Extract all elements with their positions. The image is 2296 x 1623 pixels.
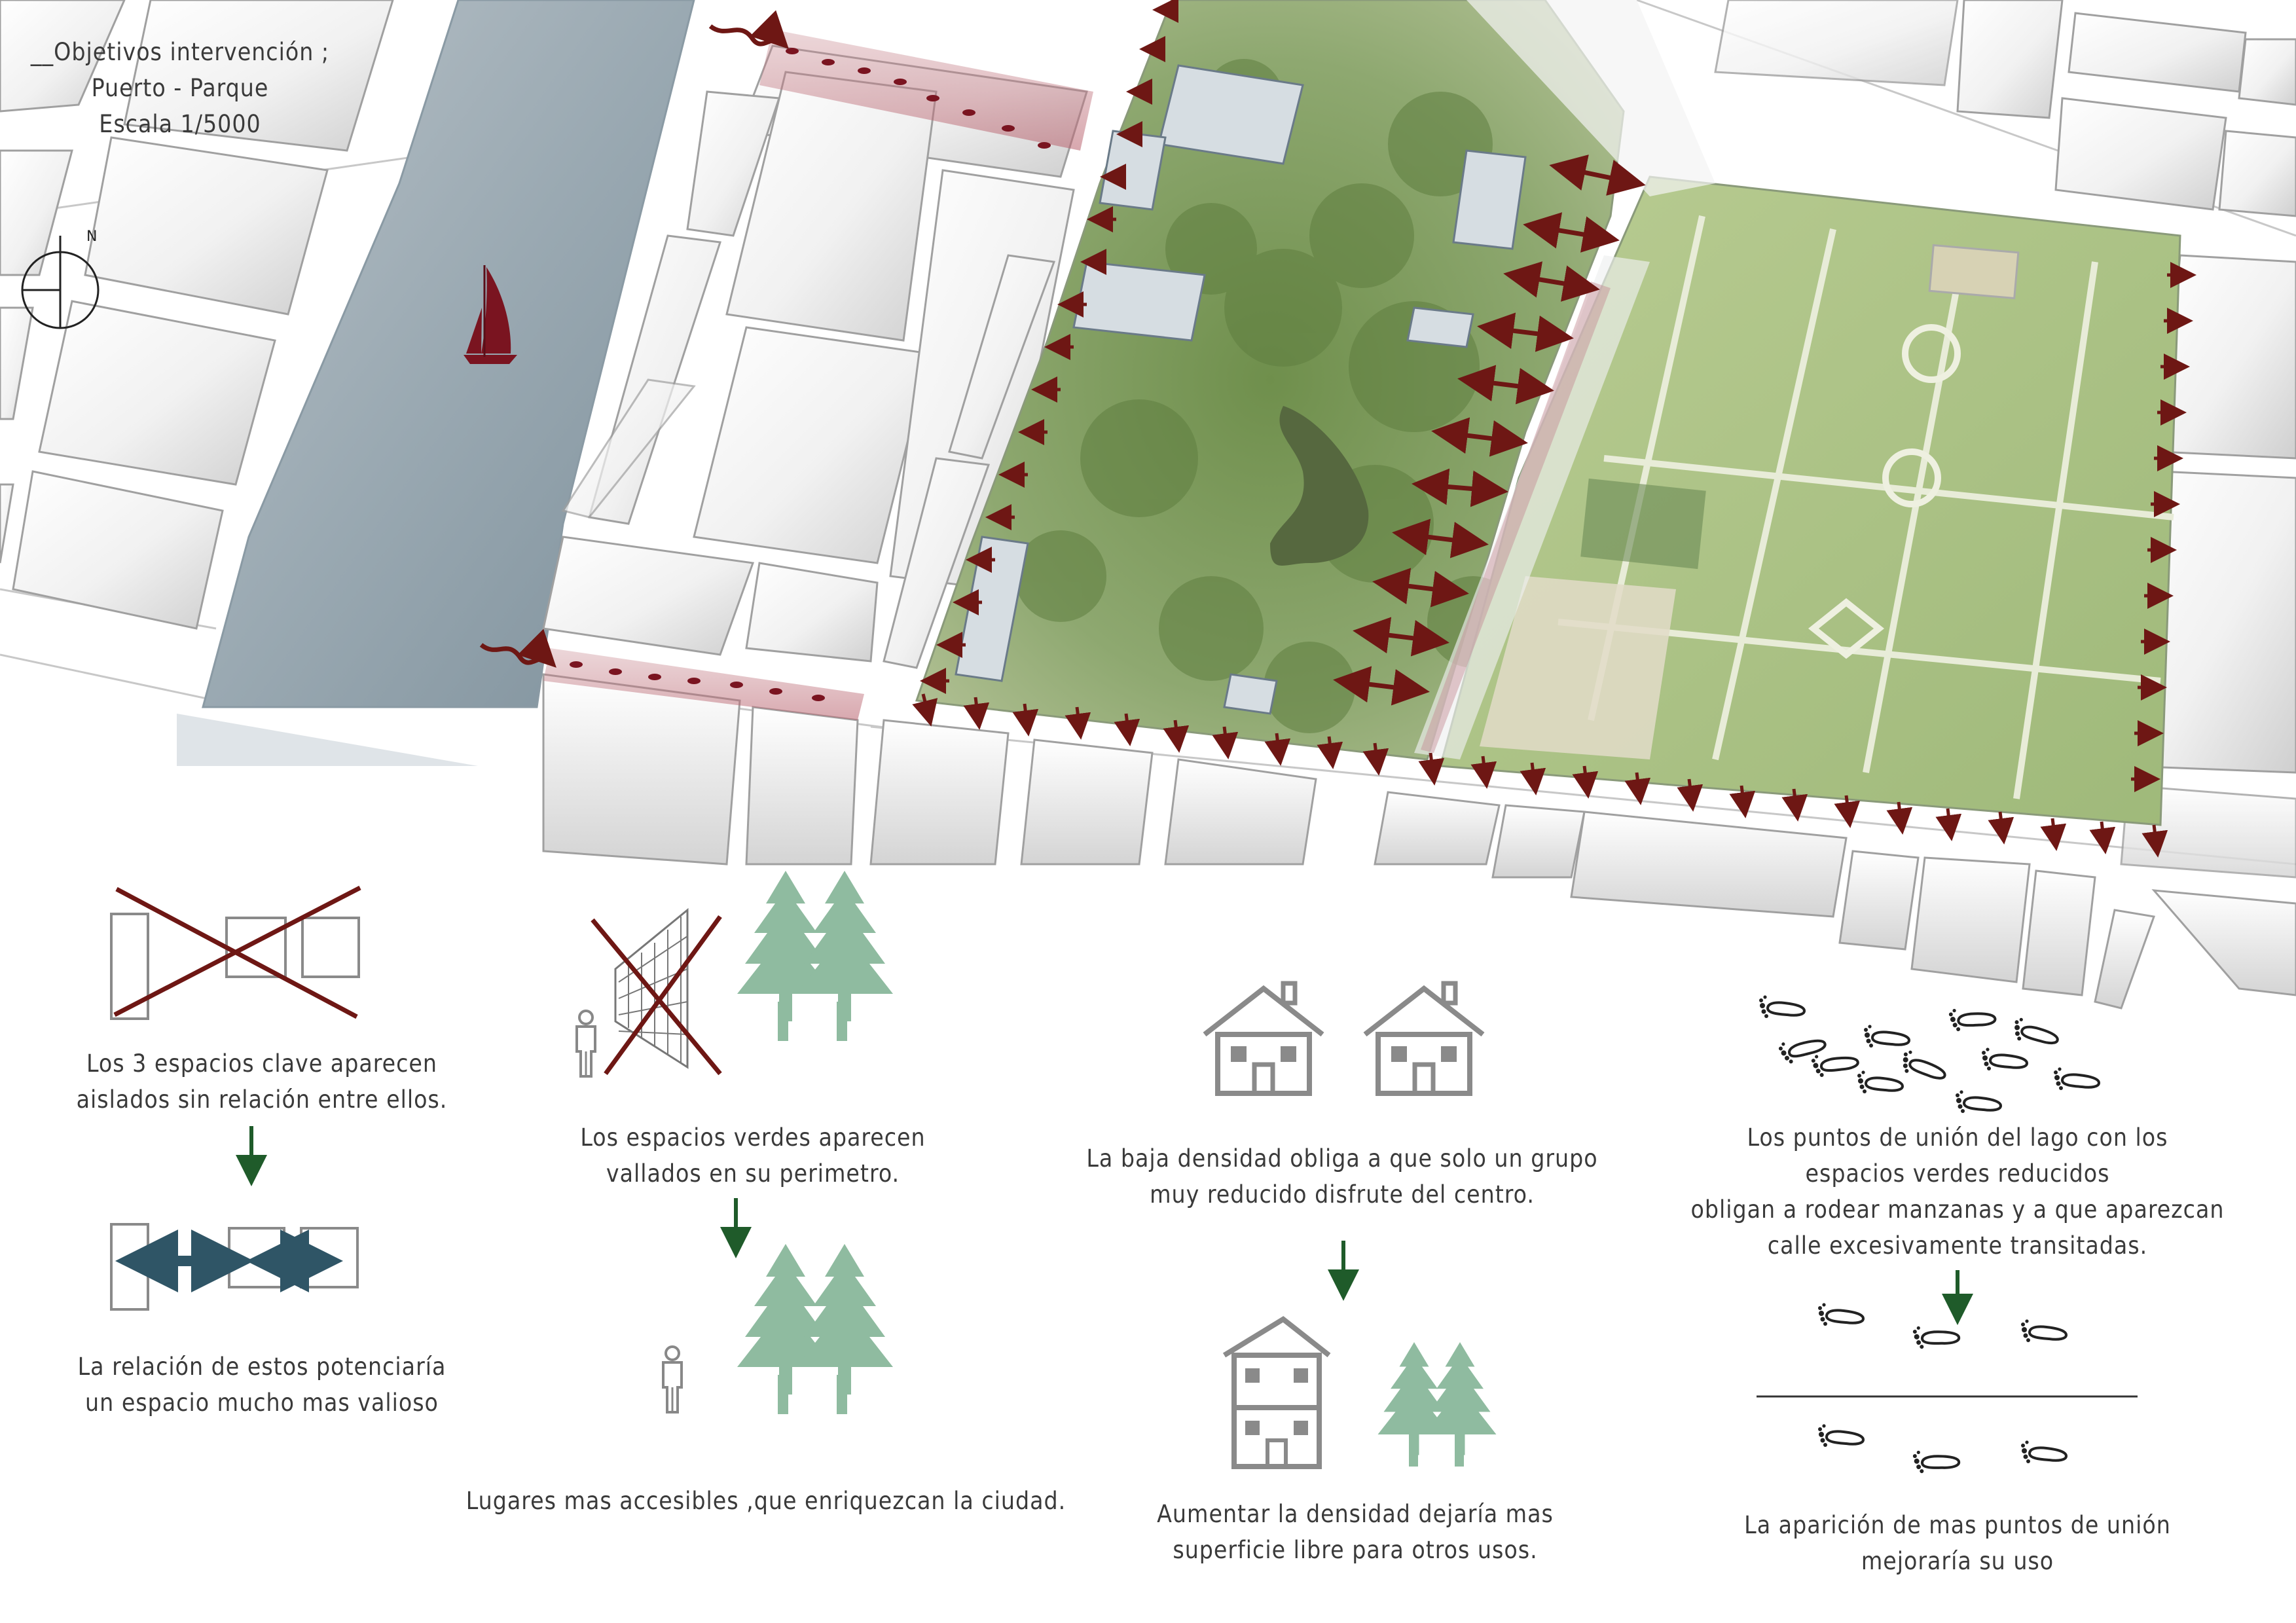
caption-line: vallados en su perimetro.: [606, 1159, 900, 1188]
cross-icon-green: [591, 915, 722, 1076]
footprints-few-icon: [1817, 1302, 2068, 1351]
band-footprints: [570, 48, 1051, 701]
perimeter-arrows: [912, 0, 2196, 858]
caption-line: muy reducido disfrute del centro.: [1150, 1180, 1535, 1209]
caption-line: obligan a rodear manzanas y a que aparez…: [1690, 1195, 2225, 1224]
caption-density-after: Aumentar la densidad dejaría mas superfi…: [1087, 1496, 1624, 1568]
crowded-footprints-icon: [1758, 994, 2100, 1114]
boulevard-double-arrows: [1333, 155, 1646, 706]
caption-line: un espacio mucho mas valioso: [85, 1389, 439, 1417]
isolated-spaces-icon: [110, 913, 360, 1020]
caption-density-before: La baja densidad obliga a que solo un gr…: [1048, 1140, 1637, 1213]
palace-buildings: [955, 64, 1527, 715]
title-line-1: __Objetivos intervención ;: [30, 38, 330, 66]
caption-line: Los espacios verdes aparecen: [580, 1123, 926, 1152]
bottom-blocks: [542, 673, 2296, 1010]
connection-bands: [543, 29, 1093, 720]
north-label: N: [86, 228, 97, 245]
left-blocks: [0, 0, 394, 630]
river: [202, 0, 695, 708]
cross-icon: [113, 885, 361, 1019]
house-icon: [1365, 983, 1483, 1093]
map: N: [0, 0, 2296, 1010]
caption-green-before: Los espacios verdes aparecen vallados en…: [504, 1120, 1002, 1192]
caption-line: aislados sin relación entre ellos.: [76, 1085, 448, 1114]
caption-green-after: Lugares mas accesibles ,que enriquezcan …: [445, 1483, 1087, 1519]
caption-line: Aumentar la densidad dejaría mas: [1157, 1500, 1554, 1528]
north-arrow-icon: [21, 236, 100, 329]
tall-house-icon: [1222, 1316, 1331, 1469]
middle-blocks: [542, 45, 1088, 669]
caption-line: La baja densidad obliga a que solo un gr…: [1086, 1144, 1598, 1173]
caption-line: La aparición de mas puntos de unión: [1744, 1511, 2171, 1539]
boulevard: [1414, 255, 1650, 759]
caption-line: mejoraría su uso: [1861, 1547, 2054, 1575]
caption-spaces-after: La relación de estos potenciaría un espa…: [26, 1349, 498, 1421]
pine-trees-icon: [1377, 1342, 1497, 1467]
caption-line: espacios verdes reducidos: [1805, 1159, 2110, 1188]
river-wave-arrows: [479, 10, 789, 668]
house-icon: [1205, 983, 1322, 1093]
caption-links-after: La aparición de mas puntos de unión mejo…: [1676, 1507, 2239, 1579]
footprints-after-icon: [1817, 1423, 2068, 1476]
title-line-2: Puerto - Parque: [91, 74, 269, 102]
panel-links: [1757, 994, 2138, 1476]
caption-line: superficie libre para otros usos.: [1173, 1536, 1538, 1564]
panel-green: [575, 871, 893, 1414]
pine-trees-icon: [737, 1244, 893, 1414]
diagram-title: __Objetivos intervención ; Puerto - Parq…: [20, 34, 340, 142]
caption-line: calle excesivamente transitadas.: [1767, 1231, 2148, 1260]
person-icon: [662, 1345, 683, 1413]
lake: [1270, 406, 1369, 566]
caption-spaces-before: Los 3 espacios clave aparecen aislados s…: [26, 1046, 498, 1118]
caption-line: Los 3 espacios clave aparecen: [86, 1049, 437, 1078]
panel-density: [1205, 983, 1497, 1469]
pine-trees-icon: [737, 871, 893, 1041]
open-field: [1480, 576, 1676, 759]
caption-line: Lugares mas accesibles ,que enriquezcan …: [465, 1487, 1066, 1515]
caption-line: La relación de estos potenciaría: [77, 1353, 446, 1381]
person-icon: [575, 1010, 596, 1078]
title-line-3: Escala 1/5000: [99, 110, 261, 138]
caption-links-before: Los puntos de unión del lago con los esp…: [1650, 1120, 2265, 1264]
caption-line: Los puntos de unión del lago con los: [1747, 1123, 2168, 1152]
sailboat-icon: [464, 265, 517, 364]
connected-spaces-icon: [110, 1223, 359, 1311]
panel-spaces: [110, 885, 361, 1311]
